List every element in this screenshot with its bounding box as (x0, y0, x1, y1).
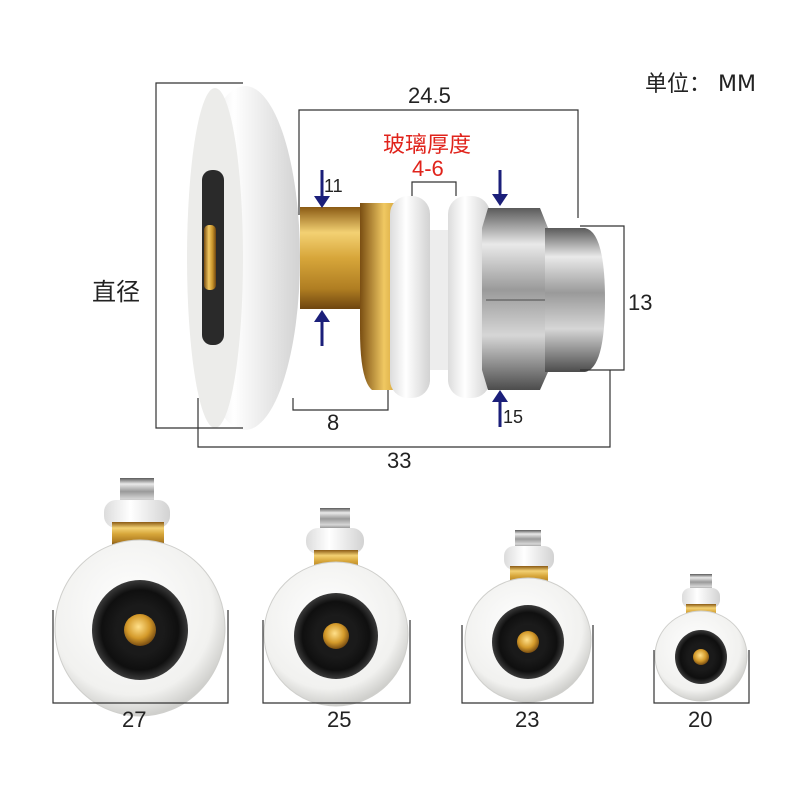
arrow-up-icon (492, 390, 508, 427)
arrow-down-icon (492, 170, 508, 206)
size-23: 23 (515, 707, 539, 732)
dim-33: 33 (387, 448, 411, 473)
size-brackets (52, 610, 750, 704)
unit-label: 单位： MM (645, 72, 756, 97)
washer-left (390, 196, 430, 398)
arrows (314, 170, 508, 427)
diameter-label: 直径 (92, 278, 140, 306)
roller-23 (464, 530, 592, 703)
size-27: 27 (122, 707, 146, 732)
glass-thickness-label: 玻璃厚度 (383, 133, 471, 158)
dim-15: 15 (503, 407, 523, 427)
roller-25 (263, 508, 409, 707)
arrow-up-icon (314, 310, 330, 346)
arrow-down-icon (314, 170, 330, 208)
washer-right (448, 196, 490, 398)
dim-8: 8 (327, 410, 339, 435)
dim-11: 11 (324, 176, 343, 196)
wheel-bearing-hub (204, 225, 216, 290)
roller-27 (54, 478, 226, 717)
chrome-cap (545, 228, 605, 372)
size-25: 25 (327, 707, 351, 732)
dim-24-5: 24.5 (408, 83, 451, 108)
glass-range: 4-6 (412, 156, 444, 181)
roller-20 (654, 574, 748, 702)
roller-side-view (187, 86, 605, 430)
dim-13: 13 (628, 290, 652, 315)
dimension-lines (155, 82, 625, 448)
size-20: 20 (688, 707, 712, 732)
